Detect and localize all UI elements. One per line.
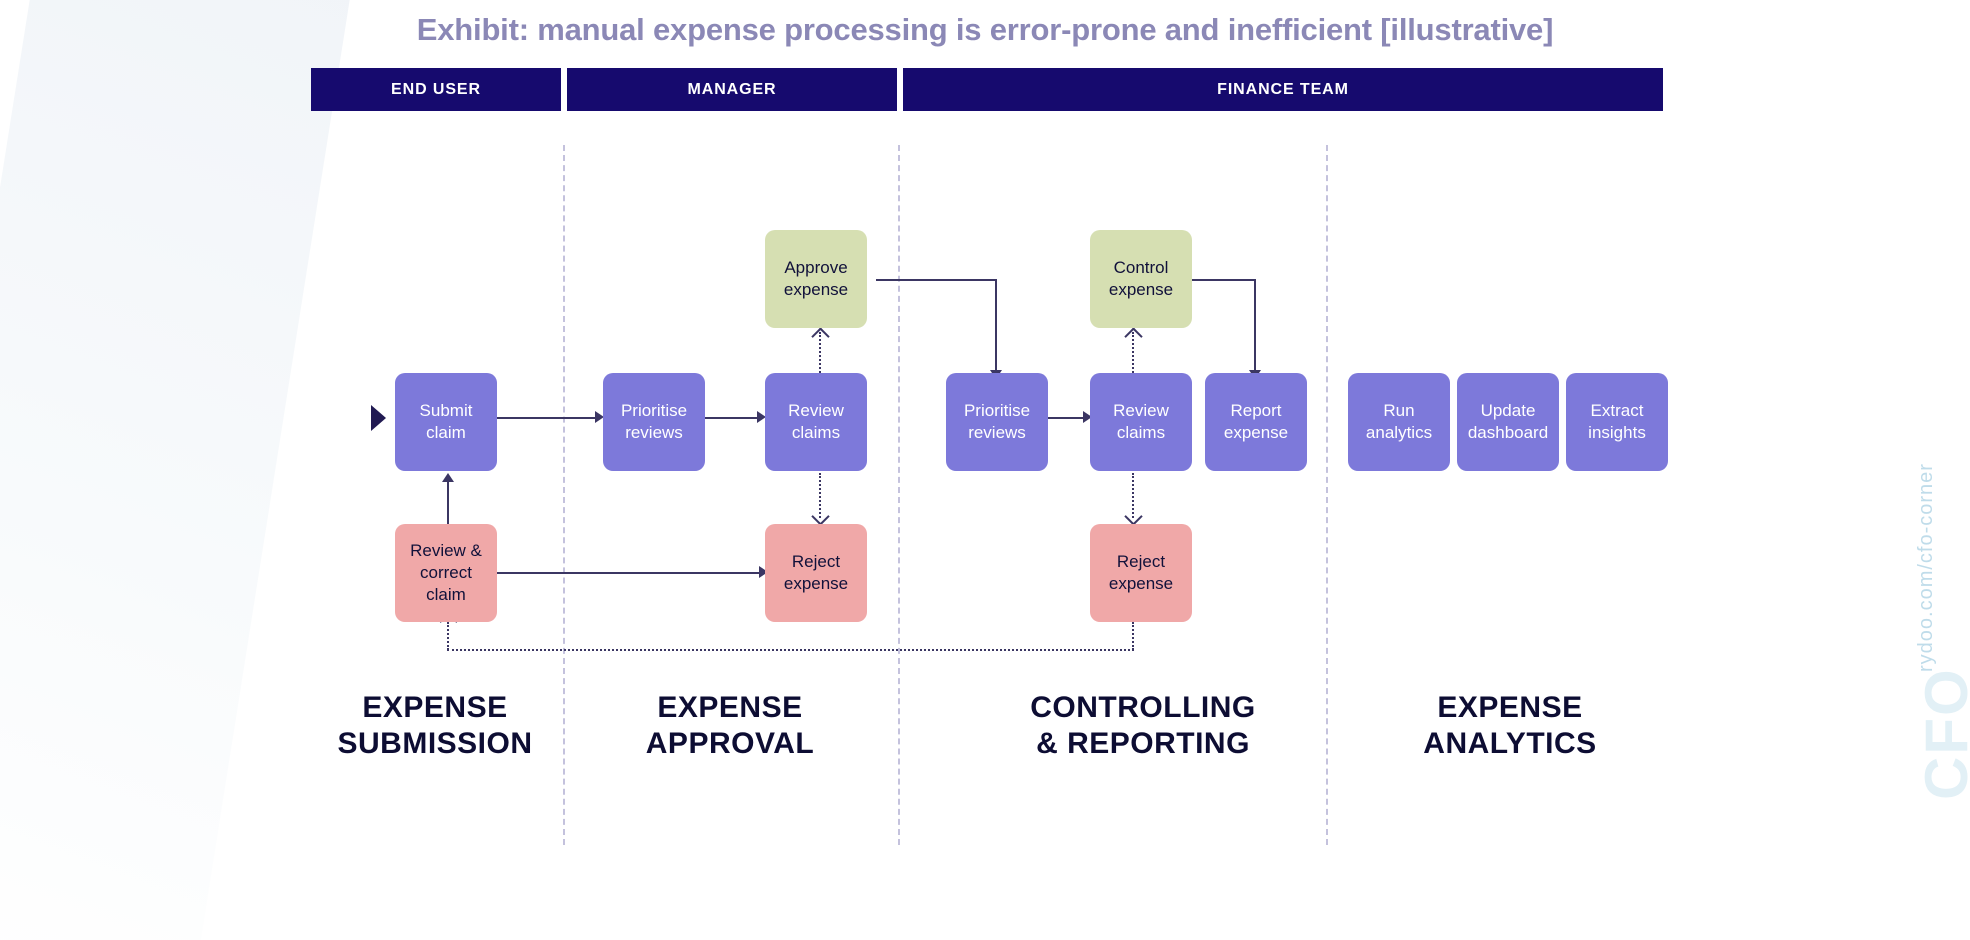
node-report-expense-line1: Report <box>1230 401 1282 421</box>
stage-caption-expense-submission: EXPENSE SUBMISSION <box>300 690 570 762</box>
connector-control-to-report-h <box>1188 279 1255 281</box>
node-control-expense-line1: Control <box>1113 258 1169 278</box>
stage-caption-expense-submission-line1: EXPENSE <box>362 691 508 724</box>
feedback-loop-up <box>447 622 449 650</box>
node-review-claims-finance-line1: Review <box>1113 401 1169 421</box>
node-review-claims-manager-line2: claims <box>791 423 841 442</box>
node-update-dashboard[interactable]: Update dashboard <box>1457 373 1559 471</box>
node-prioritise-reviews-finance[interactable]: Prioritise reviews <box>946 373 1048 471</box>
connector-approve-to-prioritise-fin-v <box>995 279 997 373</box>
feedback-loop-across <box>447 649 1134 651</box>
arrowhead-review-to-reject-mgr <box>811 507 830 526</box>
connector-review-to-reject-mgr <box>819 473 821 518</box>
process-start-marker <box>371 405 386 431</box>
node-approve-expense-line1: Approve <box>784 258 848 278</box>
node-reject-expense-finance-line2: expense <box>1108 574 1174 593</box>
arrowhead-submit-to-prioritise <box>595 411 604 423</box>
stage-caption-expense-submission-line2: SUBMISSION <box>337 727 533 760</box>
arrowhead-prioritise-to-review-fin <box>1083 411 1092 423</box>
role-bar-manager: MANAGER <box>567 68 897 111</box>
node-review-claims-manager[interactable]: Review claims <box>765 373 867 471</box>
stage-caption-expense-approval-line1: EXPENSE <box>657 691 803 724</box>
connector-correct-to-reject-mgr <box>497 572 762 574</box>
feedback-loop-down <box>1132 622 1134 650</box>
watermark-logo: CFO <box>1913 667 1970 800</box>
connector-submit-to-prioritise <box>497 417 597 419</box>
arrowhead-review-to-approve-mgr <box>811 327 830 346</box>
node-run-analytics-line1: Run <box>1383 401 1415 421</box>
role-bar-finance-team: FINANCE TEAM <box>903 68 1663 111</box>
node-control-expense-line2: expense <box>1108 280 1174 299</box>
stage-caption-controlling-reporting-line1: CONTROLLING <box>1030 691 1256 724</box>
node-reject-expense-manager[interactable]: Reject expense <box>765 524 867 622</box>
node-extract-insights[interactable]: Extract insights <box>1566 373 1668 471</box>
node-review-correct-claim[interactable]: Review & correct claim <box>395 524 497 622</box>
stage-caption-expense-approval: EXPENSE APPROVAL <box>600 690 860 762</box>
node-prioritise-reviews-manager-line2: reviews <box>625 423 683 442</box>
connector-prioritise-to-review-mgr <box>705 417 760 419</box>
watermark-url: rydoo.com/cfo-corner <box>1915 463 1937 672</box>
node-update-dashboard-line2: dashboard <box>1467 423 1549 442</box>
arrowhead-review-to-control-fin <box>1124 327 1143 346</box>
connector-control-to-report-v <box>1254 279 1256 373</box>
connector-review-to-approve-mgr <box>819 332 821 377</box>
connector-correct-to-submit <box>447 478 449 526</box>
stage-caption-expense-approval-line2: APPROVAL <box>645 727 815 760</box>
connector-review-to-control-fin <box>1132 332 1134 377</box>
role-bar-end-user: END USER <box>311 68 561 111</box>
node-report-expense-line2: expense <box>1223 423 1289 442</box>
stage-caption-expense-analytics: EXPENSE ANALYTICS <box>1375 690 1645 762</box>
lane-divider-2 <box>898 145 900 845</box>
node-review-correct-claim-line2: correct <box>420 563 472 583</box>
node-reject-expense-finance[interactable]: Reject expense <box>1090 524 1192 622</box>
node-reject-expense-finance-line1: Reject <box>1116 552 1166 572</box>
stage-caption-expense-analytics-line2: ANALYTICS <box>1423 727 1597 760</box>
node-extract-insights-line1: Extract <box>1590 401 1644 421</box>
node-prioritise-reviews-finance-line2: reviews <box>968 423 1026 442</box>
exhibit-diagram: Exhibit: manual expense processing is er… <box>300 12 1970 845</box>
node-report-expense[interactable]: Report expense <box>1205 373 1307 471</box>
node-review-claims-finance-line2: claims <box>1116 423 1166 442</box>
node-reject-expense-manager-line2: expense <box>783 574 849 593</box>
connector-prioritise-to-review-fin <box>1048 417 1086 419</box>
node-approve-expense-line2: expense <box>783 280 849 299</box>
node-submit-claim[interactable]: Submit claim <box>395 373 497 471</box>
node-run-analytics[interactable]: Run analytics <box>1348 373 1450 471</box>
node-extract-insights-line2: insights <box>1588 423 1646 442</box>
node-prioritise-reviews-manager-line1: Prioritise <box>620 401 688 421</box>
page-title: Exhibit: manual expense processing is er… <box>416 12 1554 47</box>
arrowhead-correct-to-reject-mgr <box>759 566 768 578</box>
stage-caption-expense-analytics-line1: EXPENSE <box>1437 691 1583 724</box>
node-submit-claim-line1: Submit <box>419 401 473 421</box>
node-submit-claim-line2: claim <box>426 423 466 442</box>
node-control-expense[interactable]: Control expense <box>1090 230 1192 328</box>
connector-approve-to-prioritise-fin-h <box>876 279 996 281</box>
arrowhead-review-to-reject-fin <box>1124 507 1143 526</box>
connector-review-to-reject-fin <box>1132 473 1134 518</box>
node-review-correct-claim-line1: Review & <box>410 541 482 561</box>
arrowhead-prioritise-to-review-mgr <box>757 411 766 423</box>
node-reject-expense-manager-line1: Reject <box>791 552 841 572</box>
node-prioritise-reviews-finance-line1: Prioritise <box>963 401 1031 421</box>
node-review-correct-claim-line3: claim <box>426 584 466 604</box>
node-run-analytics-line2: analytics <box>1365 423 1433 442</box>
arrowhead-correct-to-submit <box>442 473 454 482</box>
stage-caption-controlling-reporting: CONTROLLING & REPORTING <box>978 690 1308 762</box>
lane-divider-3 <box>1326 145 1328 845</box>
lane-divider-1 <box>563 145 565 845</box>
node-prioritise-reviews-manager[interactable]: Prioritise reviews <box>603 373 705 471</box>
stage-caption-controlling-reporting-line2: & REPORTING <box>1036 727 1250 760</box>
node-review-claims-manager-line1: Review <box>788 401 844 421</box>
node-review-claims-finance[interactable]: Review claims <box>1090 373 1192 471</box>
node-approve-expense[interactable]: Approve expense <box>765 230 867 328</box>
node-update-dashboard-line1: Update <box>1480 401 1536 421</box>
